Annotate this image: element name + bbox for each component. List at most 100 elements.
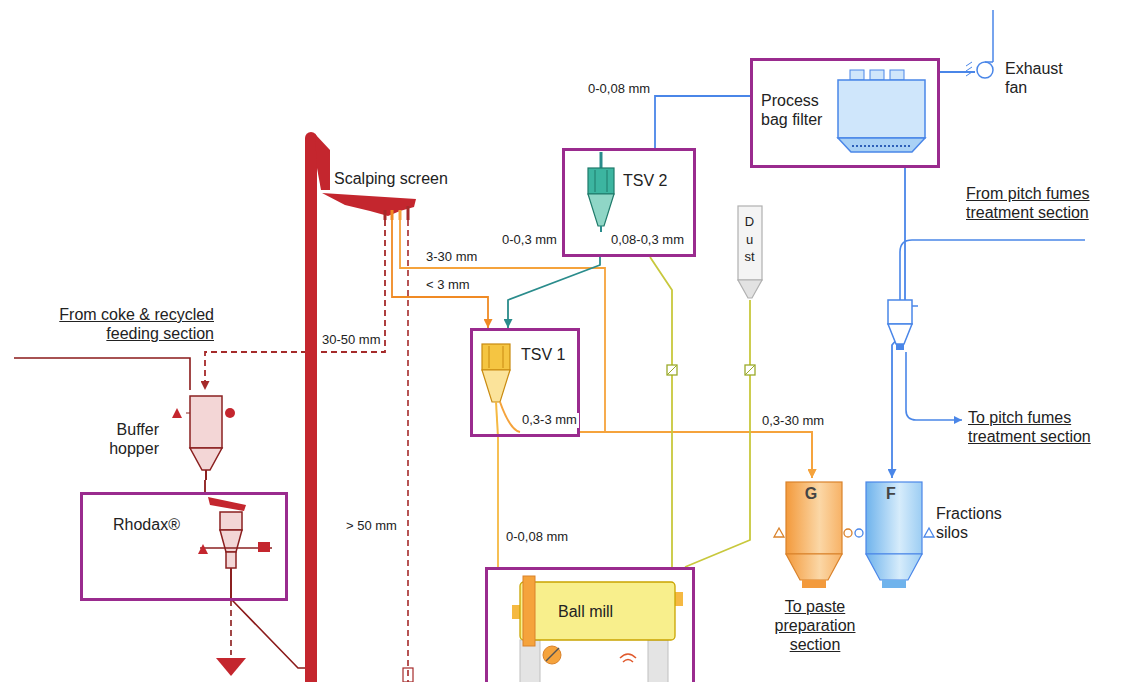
rhodax-crusher [198, 497, 272, 600]
bag-filter-symbol [870, 70, 884, 80]
f-silo-symbol [866, 554, 922, 580]
silo-node: G [780, 478, 848, 590]
flow-line [205, 220, 385, 390]
flow-line [392, 220, 488, 328]
dust-silo: Dust [735, 205, 765, 300]
line-valve [745, 365, 755, 375]
node-label: Dust [743, 213, 756, 266]
tsv1-separator [482, 344, 510, 370]
bucket-elevator [315, 134, 330, 190]
hopper-node: Buffer hopper [95, 390, 230, 480]
exhaust-fan-symbol [966, 62, 972, 66]
buffer-hopper-symbol [172, 408, 182, 418]
node-label: TSV 2 [623, 171, 667, 190]
node-label: Process bag filter [761, 91, 846, 129]
buffer-hopper-symbol [186, 413, 190, 414]
tsv2-separator [607, 170, 608, 192]
scalping-screen-symbol [407, 206, 410, 220]
bag-filter-symbol [852, 145, 911, 147]
line-valve [667, 365, 677, 375]
destination-note: To paste preparation section [762, 597, 868, 655]
size-fraction: 0,3-3 mm [520, 413, 579, 428]
mill-frame: Ball mill [485, 567, 695, 682]
crusher-outlet [230, 600, 232, 655]
node-label: Ball mill [558, 602, 613, 621]
tsv1-separator [489, 346, 490, 368]
f-silo-symbol [924, 528, 934, 537]
f-silo-symbol [855, 482, 934, 588]
feed-line [14, 358, 190, 390]
node-label: G [780, 484, 842, 503]
ball-mill-symbol [512, 576, 683, 682]
line-valve [667, 365, 755, 375]
dust-silo-symbol [738, 206, 762, 298]
scalping-screen-symbol [322, 193, 416, 220]
buffer-hopper-symbol [172, 396, 235, 480]
rhodax-crusher [198, 544, 208, 554]
tsv2-separator [600, 226, 602, 232]
fume-separator [888, 324, 912, 344]
tsv2-separator [588, 152, 614, 232]
line-valve [745, 365, 755, 375]
rhodax-crusher [220, 512, 242, 530]
node-label: Rhodax® [113, 515, 180, 534]
size-fraction: 0-0,08 mm [504, 530, 570, 545]
screen-node: Scalping screen [320, 168, 485, 220]
buffer-hopper-symbol [205, 470, 207, 480]
dust-silo-symbol [738, 206, 762, 280]
flow-line [497, 437, 499, 567]
flow-line [580, 432, 812, 478]
node-label: Scalping screen [334, 169, 448, 188]
g-silo-symbol [844, 529, 852, 537]
buffer-hopper-symbol [190, 448, 222, 470]
rhodax-crusher [258, 542, 270, 552]
scalping-screen-symbol [399, 210, 402, 220]
fume-separator [912, 305, 918, 307]
ball-mill-symbol [543, 646, 561, 664]
crusher-outlet [216, 658, 246, 676]
exhaust-fan-symbol [992, 10, 994, 62]
ball-mill-symbol [520, 582, 675, 640]
feed-line [14, 358, 190, 390]
tsv1-separator [503, 346, 504, 368]
flow-line [685, 300, 750, 567]
f-silo-symbol [855, 529, 863, 537]
g-silo-symbol [774, 528, 784, 537]
ball-mill-symbol [523, 576, 535, 646]
bag-filter-symbol [838, 80, 925, 138]
silo-node: F [860, 478, 928, 590]
pitch-fumes-lines [906, 352, 962, 420]
oversize-outlet [407, 220, 409, 682]
g-silo-symbol [774, 482, 852, 588]
bag-filter-symbol [850, 70, 864, 80]
ball-mill-symbol [620, 654, 636, 662]
bag-filter-symbol [838, 138, 925, 152]
scalping-screen-symbol [322, 193, 416, 216]
rhodax-crusher [230, 568, 232, 600]
ball-mill-symbol [546, 648, 559, 661]
dust-silo-symbol [738, 280, 762, 298]
g-silo-symbol [802, 580, 826, 588]
size-fraction: < 3 mm [424, 278, 472, 293]
size-fraction: 0-0,3 mm [500, 233, 559, 248]
exhaust-fan-symbol [985, 61, 993, 63]
filter-frame: Process bag filter [750, 58, 940, 168]
scalping-screen-symbol [391, 210, 394, 220]
scalping-screen-symbol [384, 210, 387, 220]
tsv1-separator [496, 402, 498, 437]
destination-note: To pitch fumes treatment section [968, 408, 1120, 446]
bag-filter-symbol [890, 70, 904, 80]
bag-filter-symbol [838, 70, 925, 152]
oversize-outlet [403, 220, 413, 682]
bucket-elevator [305, 132, 330, 682]
tsv2-separator [595, 170, 596, 192]
tsv2-separator [588, 194, 614, 226]
fume-separator [888, 300, 912, 324]
exhaust-fan-symbol [966, 10, 993, 78]
exhaust-fan-symbol [977, 62, 993, 78]
tsv1-separator [482, 370, 510, 402]
ball-mill-symbol [648, 640, 668, 682]
node-label: Exhaust fan [1005, 59, 1077, 97]
flow-line [940, 71, 975, 73]
